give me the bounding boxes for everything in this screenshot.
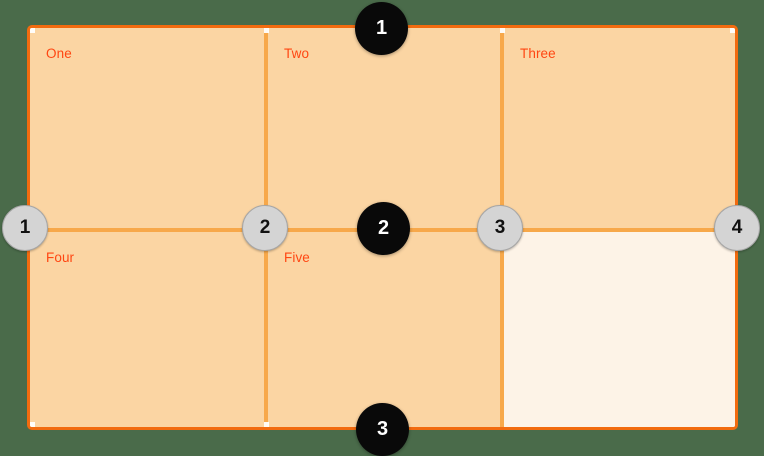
grid-cell-two[interactable]: Two <box>268 28 500 228</box>
column-handle-4-label: 4 <box>731 217 743 238</box>
row-marker-1-label: 1 <box>375 17 388 39</box>
grid-cell-three[interactable]: Three <box>504 28 735 228</box>
grid-cell-five[interactable]: Five <box>268 232 500 427</box>
column-handle-1-label: 1 <box>19 217 31 238</box>
corner-nick-top-left <box>30 28 35 33</box>
row-marker-2-label: 2 <box>377 217 390 239</box>
divider-nick-top-1 <box>264 28 269 33</box>
grid-cell-four[interactable]: Four <box>30 232 264 427</box>
column-handle-3[interactable]: 3 <box>477 205 523 251</box>
corner-nick-top-right <box>730 28 735 33</box>
column-handle-2-label: 2 <box>259 217 271 238</box>
column-handle-4[interactable]: 4 <box>714 205 760 251</box>
row-marker-2[interactable]: 2 <box>357 202 410 255</box>
layout-grid: One Two Three Four Five <box>27 25 738 430</box>
grid-cell-empty[interactable] <box>504 232 735 427</box>
divider-nick-top-2 <box>500 28 505 33</box>
corner-nick-bottom-left <box>30 422 35 427</box>
column-handle-2[interactable]: 2 <box>242 205 288 251</box>
row-marker-1[interactable]: 1 <box>355 2 408 55</box>
cell-label-five: Five <box>284 250 310 265</box>
cell-label-one: One <box>46 46 72 61</box>
row-marker-3[interactable]: 3 <box>356 403 409 456</box>
column-handle-3-label: 3 <box>494 217 506 238</box>
cell-label-four: Four <box>46 250 75 265</box>
row-marker-3-label: 3 <box>376 418 389 440</box>
grid-cell-one[interactable]: One <box>30 28 264 228</box>
cell-label-two: Two <box>284 46 310 61</box>
cell-label-three: Three <box>520 46 556 61</box>
column-handle-1[interactable]: 1 <box>2 205 48 251</box>
divider-nick-bottom-1 <box>264 422 269 427</box>
